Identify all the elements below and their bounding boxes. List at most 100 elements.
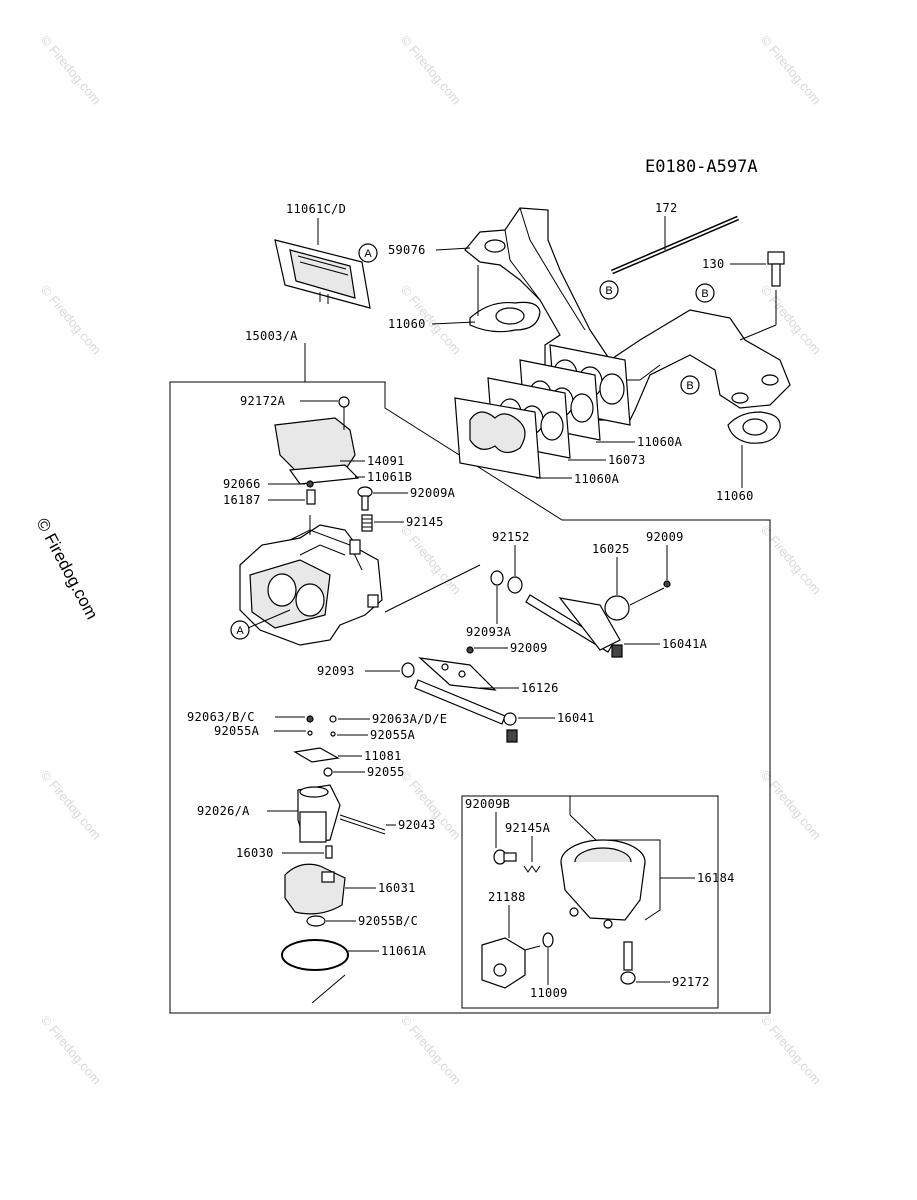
- leader-line: [629, 587, 665, 606]
- ref-a-left: A: [230, 620, 250, 640]
- subassembly-box: [461, 795, 719, 1009]
- screw-92009b: [493, 849, 517, 865]
- throttle-plate-16126: [418, 657, 497, 691]
- watermark: © Firedog.com: [398, 522, 464, 597]
- svg-text:B: B: [605, 285, 612, 297]
- leader-line: [384, 564, 481, 613]
- nozzle-92026a: [297, 784, 341, 843]
- part-label: 92009: [646, 530, 684, 544]
- stud-172: [611, 215, 739, 275]
- part-label: 92009A: [410, 486, 456, 500]
- part-label: 11061A: [381, 944, 427, 958]
- spring-92145a: [523, 865, 541, 873]
- watermark: © Firedog.com: [758, 282, 824, 357]
- part-label: 92043: [398, 818, 436, 832]
- part-label: 16031: [378, 881, 416, 895]
- plug-92066: [306, 480, 314, 488]
- screw-92009-mid: [466, 646, 474, 654]
- screw-92043: [339, 814, 386, 835]
- actuator-21188: [481, 937, 541, 989]
- part-label: 11081: [364, 749, 402, 763]
- part-label: 16187: [223, 493, 261, 507]
- shaft-16041: [414, 679, 518, 743]
- ring-92152: [507, 576, 523, 594]
- screw-92172a: [338, 396, 350, 430]
- washer-11009: [542, 932, 554, 948]
- cover-14091: [274, 417, 356, 479]
- ref-a-top: A: [358, 243, 378, 263]
- jet-92063ade: [329, 715, 337, 723]
- part-label: 21188: [488, 890, 526, 904]
- jet-16187: [306, 489, 316, 505]
- svg-text:B: B: [701, 288, 708, 300]
- part-label: 92063/B/C: [187, 710, 255, 724]
- part-label: 15003/A: [245, 329, 298, 343]
- housing-16184: [560, 839, 646, 929]
- oring-11061a: [281, 939, 349, 971]
- watermarks: © Firedog.com © Firedog.com © Firedog.co…: [38, 32, 824, 1087]
- bolt-130: [767, 251, 785, 287]
- watermark: © Firedog.com: [758, 767, 824, 842]
- watermark: © Firedog.com: [38, 1012, 104, 1087]
- watermark: © Firedog.com: [398, 32, 464, 107]
- part-label: 16126: [521, 681, 559, 695]
- leader-line: [311, 974, 346, 1004]
- part-label: 16041: [557, 711, 595, 725]
- carburetor-frame: [169, 381, 771, 1014]
- part-label: 92093A: [466, 625, 512, 639]
- leader-line: [569, 814, 597, 841]
- part-label: 92093: [317, 664, 355, 678]
- leader-line: [608, 839, 661, 921]
- leader-line: [739, 324, 777, 341]
- leader-line: [435, 247, 471, 251]
- gasket-11060-right: [727, 411, 781, 444]
- part-label: 16030: [236, 846, 274, 860]
- screw-92009a: [357, 486, 373, 511]
- part-label: 130: [702, 257, 725, 271]
- screw-92172: [620, 941, 636, 985]
- ref-b-3: B: [680, 375, 700, 395]
- part-label: 92026/A: [197, 804, 250, 818]
- ref-b-1: B: [599, 280, 619, 300]
- gasket-11081: [293, 747, 340, 763]
- ref-b-2: B: [695, 283, 715, 303]
- part-label: 14091: [367, 454, 405, 468]
- seal-92093a: [490, 570, 504, 586]
- jet-92063bc: [306, 715, 314, 723]
- part-label: 92055B/C: [358, 914, 418, 928]
- shaft-16041a: [525, 594, 623, 658]
- watermark: © Firedog.com: [38, 32, 104, 107]
- watermark: © Firedog.com: [758, 32, 824, 107]
- part-label: 16073: [608, 453, 646, 467]
- watermark: © Firedog.com: [758, 522, 824, 597]
- seal-92093: [401, 662, 415, 678]
- needle-16030: [325, 845, 333, 859]
- part-label: 92172: [672, 975, 710, 989]
- spring-92145: [361, 514, 373, 532]
- diagram-code: E0180-A597A: [645, 157, 758, 177]
- part-label: 92172A: [240, 394, 286, 408]
- gasket-11061b: [288, 464, 360, 485]
- part-label: 92055A: [370, 728, 416, 742]
- watermark: © Firedog.com: [38, 282, 104, 357]
- carburetor-body: [239, 515, 383, 646]
- part-label: 16184: [697, 871, 735, 885]
- leader-line: [431, 321, 476, 325]
- oring-92055: [323, 767, 333, 777]
- gasket-11060-left: [469, 301, 541, 333]
- watermark: © Firedog.com: [398, 1012, 464, 1087]
- part-label: 92145A: [505, 821, 551, 835]
- part-label: 11009: [530, 986, 568, 1000]
- svg-text:B: B: [686, 380, 693, 392]
- part-label: 92055: [367, 765, 405, 779]
- part-label: 11060A: [574, 472, 620, 486]
- part-label: 11061B: [367, 470, 412, 484]
- side-watermark: © Firedog.com: [32, 515, 101, 623]
- part-label: 11060A: [637, 435, 683, 449]
- gasket-stack: [454, 359, 601, 479]
- watermark: © Firedog.com: [758, 1012, 824, 1087]
- part-label: 172: [655, 201, 678, 215]
- part-label: 92055A: [214, 724, 260, 738]
- part-label: 92152: [492, 530, 530, 544]
- part-label: 92145: [406, 515, 444, 529]
